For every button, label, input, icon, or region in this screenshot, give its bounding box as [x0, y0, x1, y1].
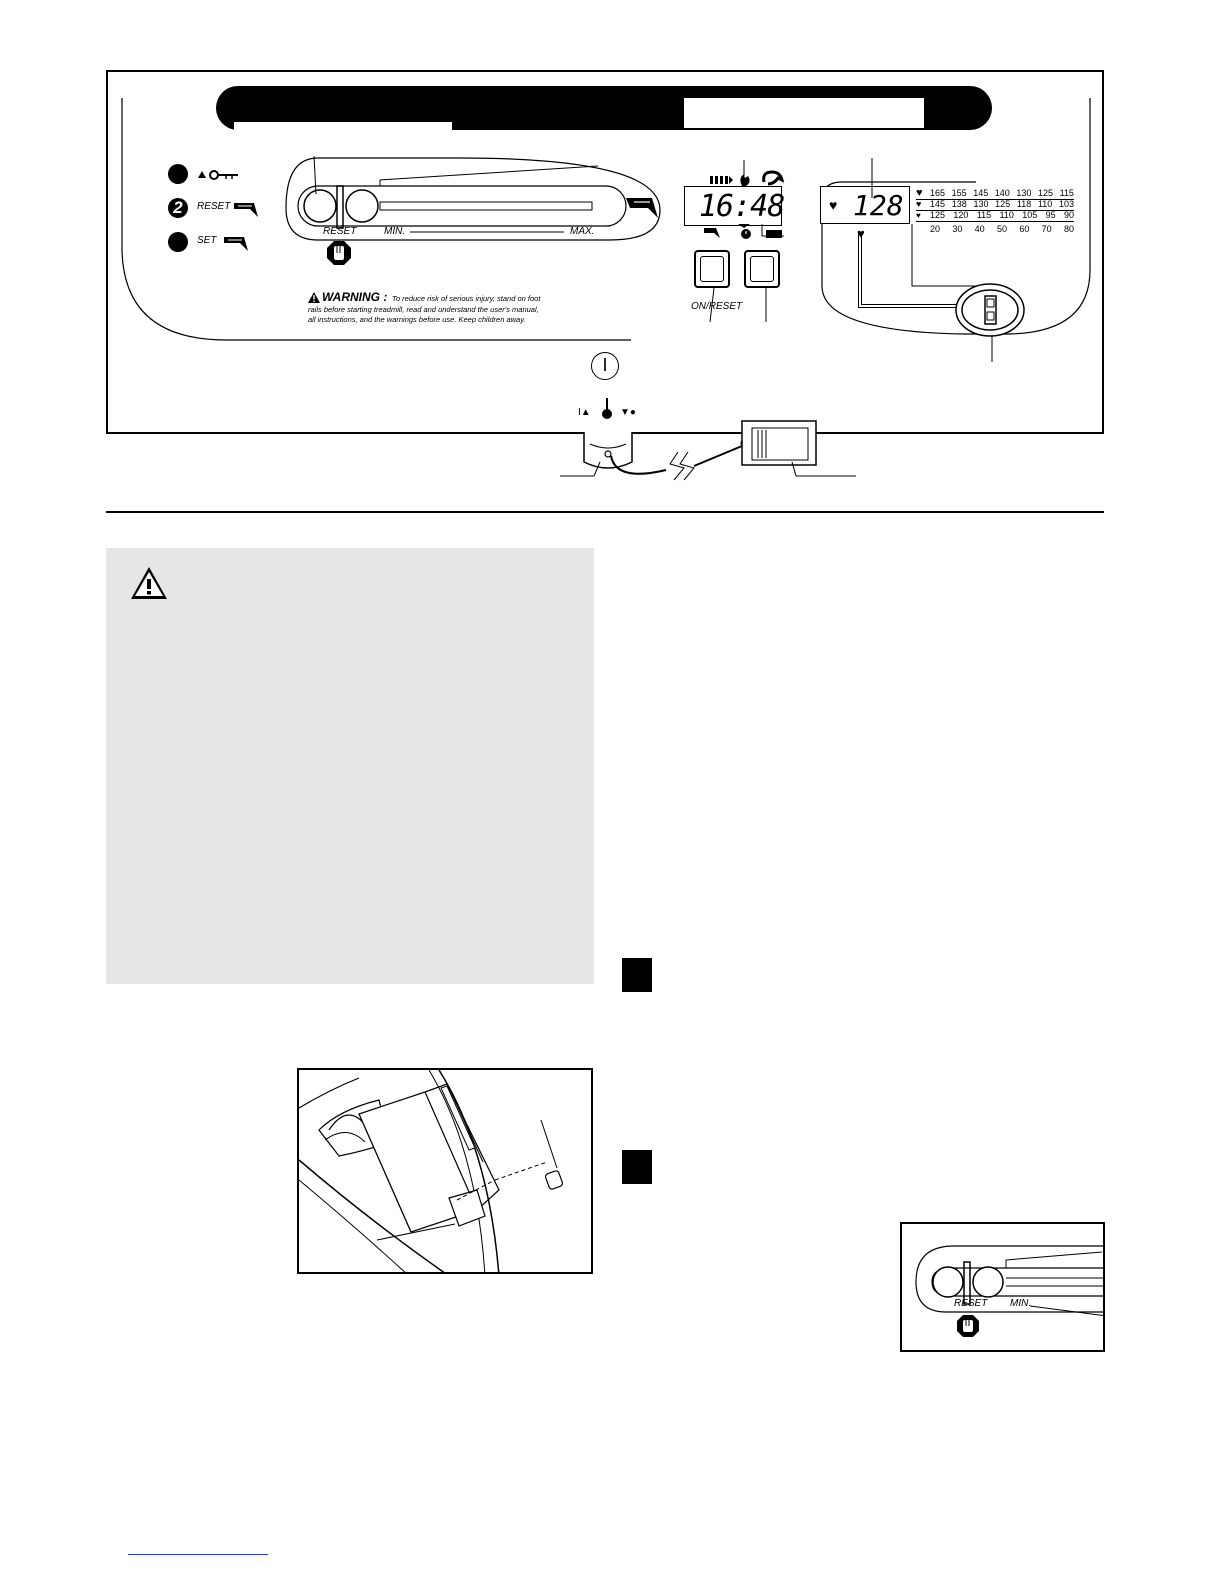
hr-cell: 95: [1045, 210, 1056, 220]
heart-icon: ♥: [916, 187, 923, 199]
step-3-dot: [168, 232, 188, 252]
key-icon: [198, 170, 238, 180]
slider-max-label: MAX.: [570, 226, 595, 237]
step-3-label: SET: [197, 235, 217, 246]
safety-key-icon: [602, 398, 612, 419]
age-cell: 80: [1063, 224, 1074, 234]
hr-cell: 125: [930, 210, 946, 220]
safety-key-clip-diagram: [560, 420, 856, 481]
warning-title: WARNING :: [322, 290, 388, 304]
heart-rate-row: ♥ 165 155 145 140 130 125 115: [916, 188, 1074, 199]
hr-cell: 138: [951, 199, 967, 209]
hr-cell: 145: [930, 199, 946, 209]
age-cell: 70: [1041, 224, 1052, 234]
age-cell: 30: [952, 224, 963, 234]
heart-rate-value: 128: [853, 189, 904, 222]
hand-stop-icon[interactable]: [326, 240, 352, 266]
heart-rate-row: ♥ 145 138 130 125 118 110 103: [916, 199, 1074, 210]
reset-inset-drawing: [915, 1245, 1103, 1316]
heart-icon: ♥: [829, 197, 838, 213]
inset-reset-label: RESET: [954, 1298, 988, 1309]
footer-link-underline[interactable]: [128, 1554, 268, 1555]
hr-cell: 125: [1037, 188, 1053, 198]
age-cell: 40: [974, 224, 985, 234]
inset-min-label: MIN.: [1010, 1298, 1032, 1309]
hr-cell: 110: [999, 210, 1014, 220]
hr-cell: 90: [1063, 210, 1074, 220]
hr-cell: 105: [1022, 210, 1038, 220]
speed-icon: [224, 237, 248, 251]
hr-cell: 125: [995, 199, 1011, 209]
warning-triangle-icon: [308, 292, 320, 303]
age-cell: 20: [930, 224, 941, 234]
on-reset-button[interactable]: [694, 250, 730, 288]
heart-rate-display: ♥ 128: [820, 186, 910, 224]
display-callout-lines: [709, 286, 767, 323]
hr-cell: 165: [930, 188, 946, 198]
warning-box: [106, 548, 594, 984]
display-mode-button[interactable]: [744, 250, 780, 288]
power-symbol: I: [591, 352, 619, 380]
display-indicators: [710, 160, 785, 208]
title-bar-gap: [684, 98, 924, 128]
on-reset-label: ON/RESET: [691, 301, 743, 312]
heart-rate-table: ♥ 165 155 145 140 130 125 115 ♥ 145 138 …: [916, 188, 1074, 221]
hr-cell: 110: [1037, 199, 1053, 209]
step-marker: [622, 958, 652, 992]
key-position-left: I▲: [578, 407, 591, 418]
warning-line-2: rails before starting treadmill, read an…: [308, 305, 539, 314]
warning-line-3: all instructions, and the warnings befor…: [308, 315, 526, 324]
display-mode-icons: [704, 224, 784, 239]
hr-table-rule: [916, 221, 1074, 222]
hr-cell: 130: [973, 199, 989, 209]
step-2-label: RESET: [197, 201, 231, 212]
hr-table-rule: [916, 210, 1074, 211]
hr-cell: 140: [994, 188, 1010, 198]
hr-cell: 118: [1016, 199, 1032, 209]
install-figure-drawing: [299, 1070, 564, 1272]
heart-icon: ♥: [857, 226, 865, 241]
hand-stop-icon: [957, 1315, 979, 1337]
speed-icon: [626, 198, 658, 218]
slider-reset-label: RESET: [323, 226, 357, 237]
warning-triangle-icon: [131, 567, 167, 599]
heart-icon: ♥: [916, 199, 922, 209]
age-cell: 50: [996, 224, 1007, 234]
hr-cell: 155: [951, 188, 967, 198]
warning-lead: To reduce risk of serious injury, stand …: [392, 294, 541, 303]
section-divider: [106, 511, 1104, 513]
speed-icon: [234, 203, 258, 217]
slider-min-label: MIN.: [384, 226, 406, 237]
time-display-value: 16:48: [699, 189, 785, 224]
hr-cell: 120: [953, 210, 969, 220]
hr-cell: 145: [973, 188, 989, 198]
hr-cell: 115: [1059, 188, 1074, 198]
hr-table-rule: [916, 199, 1074, 200]
hr-cell: 115: [976, 210, 992, 220]
age-cell: 60: [1019, 224, 1030, 234]
install-figure: [297, 1068, 593, 1274]
reset-inset-figure: RESET MIN.: [900, 1222, 1105, 1352]
key-position-right: ▼●: [620, 407, 636, 418]
step-marker: [622, 1150, 652, 1184]
hr-cell: 103: [1058, 199, 1074, 209]
title-bar-gap-lower: [234, 122, 452, 130]
step-1-dot: [168, 164, 188, 184]
time-display: 16:48: [684, 186, 785, 226]
age-row: 20 30 40 50 60 70 80: [930, 224, 1074, 234]
heart-rate-row: ♥ 125 120 115 110 105 95 90: [916, 210, 1074, 221]
speed-slider[interactable]: [280, 148, 680, 274]
heart-icon: ♥: [916, 211, 921, 220]
hr-cell: 130: [1016, 188, 1032, 198]
heart-rate-sensor-diagram: [858, 158, 1025, 362]
step-2-dot: 2: [168, 198, 188, 218]
